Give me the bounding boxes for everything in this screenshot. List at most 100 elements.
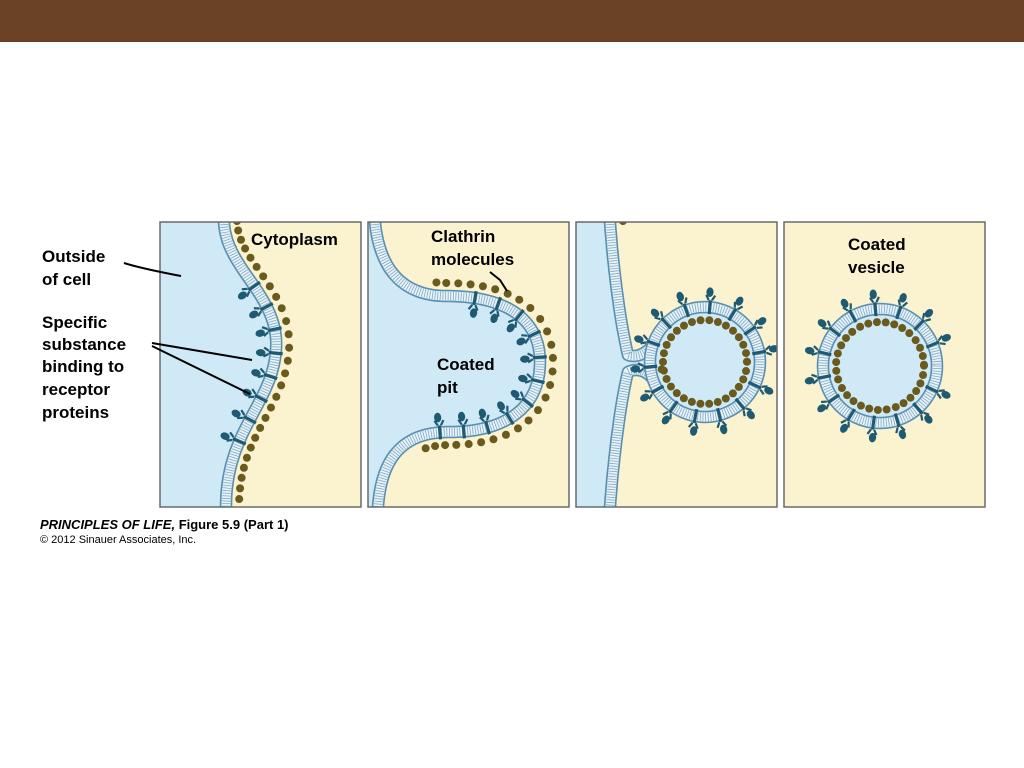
clathrin-molecule xyxy=(672,326,681,335)
bound-substance xyxy=(899,293,907,303)
receptor-protein xyxy=(520,352,547,364)
clathrin-molecule xyxy=(848,327,857,336)
receptor-protein xyxy=(237,280,261,300)
receptor-protein xyxy=(433,412,445,440)
substance-leader-2 xyxy=(151,345,251,395)
clathrin-molecule xyxy=(721,394,730,403)
clathrin-molecule xyxy=(918,352,927,361)
clathrin-molecule xyxy=(478,282,487,291)
clathrin-molecule xyxy=(452,440,461,449)
bound-substance xyxy=(924,308,934,318)
clathrin-molecule xyxy=(856,322,865,331)
receptor-protein xyxy=(231,409,257,425)
receptor-protein xyxy=(716,407,728,435)
label-coated-vesicle-1: Coated xyxy=(848,235,906,254)
clathrin-molecule xyxy=(547,340,556,349)
clathrin-molecule xyxy=(441,441,450,450)
clathrin-molecule xyxy=(272,392,281,401)
bound-substance xyxy=(469,308,478,318)
label-coated-vesicle-2: vesicle xyxy=(848,258,905,277)
clathrin-molecule xyxy=(477,438,486,447)
clathrin-molecule xyxy=(687,397,696,406)
clathrin-molecule xyxy=(905,329,914,338)
clathrin-molecule xyxy=(252,262,261,271)
lipid-tails xyxy=(645,302,765,422)
bound-substance xyxy=(490,313,498,324)
bilayer-core xyxy=(605,365,657,507)
clathrin-molecule xyxy=(739,375,748,384)
receptor-protein xyxy=(895,293,908,320)
bound-substance xyxy=(735,296,744,306)
clathrin-molecule xyxy=(659,349,668,358)
clathrin-molecule xyxy=(266,403,275,412)
receptor-protein xyxy=(516,329,542,346)
clathrin-molecule xyxy=(833,349,842,358)
label-clathrin-2: molecules xyxy=(431,250,514,269)
leader-lines xyxy=(123,262,508,395)
clathrin-molecule xyxy=(742,349,751,358)
clathrin-molecule xyxy=(265,282,274,291)
clathrin-molecule xyxy=(705,399,714,408)
clathrin-molecule xyxy=(696,316,705,325)
clathrin-molecule xyxy=(919,360,928,369)
receptor-protein xyxy=(866,415,878,443)
receptor-protein xyxy=(752,345,777,356)
clathrin-molecule xyxy=(234,226,243,235)
receptor-protein xyxy=(650,308,673,330)
clathrin-molecule xyxy=(898,324,907,333)
bound-substance xyxy=(650,308,660,318)
panel-3-border xyxy=(575,221,778,508)
label-coated-pit-1: Coated xyxy=(437,355,495,374)
receptor-protein xyxy=(804,373,832,385)
receptor-protein xyxy=(630,362,658,374)
clathrin-molecule xyxy=(662,374,671,383)
bound-substance xyxy=(497,401,506,411)
receptor-protein xyxy=(478,408,491,435)
clathrin-molecule xyxy=(713,318,722,327)
clathrin-molecule xyxy=(272,292,281,301)
clathrin-molecule xyxy=(865,404,874,413)
bound-substance xyxy=(220,432,230,441)
clathrin-molecule xyxy=(431,442,440,451)
bound-substance xyxy=(804,377,815,385)
receptor-protein xyxy=(804,345,832,357)
panel-2 xyxy=(368,222,569,507)
bound-substance xyxy=(719,424,728,435)
bound-substance xyxy=(840,423,848,433)
label-cytoplasm: Cytoplasm xyxy=(251,230,338,249)
clathrin-molecule xyxy=(667,333,676,342)
receptor-protein xyxy=(255,326,282,337)
clathrin-molecule xyxy=(515,295,524,304)
label-outside-1: Outside xyxy=(42,247,105,266)
label-specific-2: substance xyxy=(42,335,126,354)
budding-vesicle-membrane xyxy=(603,222,777,507)
bilayer-core xyxy=(219,222,281,507)
clathrin-molecule xyxy=(890,320,899,329)
receptor-protein xyxy=(251,367,278,381)
clathrin-molecule xyxy=(524,416,533,425)
clathrin-molecule xyxy=(536,314,545,323)
clathrin-molecule xyxy=(548,367,557,376)
clathrin-molecule xyxy=(236,484,245,493)
figure-title: Figure 5.9 Receptor-Mediated Endocytosis… xyxy=(23,51,504,74)
clathrin-molecule xyxy=(728,389,737,398)
clathrin-molecule xyxy=(687,318,696,327)
clathrin-molecule xyxy=(881,318,890,327)
coated-pit-membrane xyxy=(368,222,557,507)
clathrin-molecule xyxy=(251,433,260,442)
credit-figure: Figure 5.9 (Part 1) xyxy=(175,517,289,532)
panel-2-border xyxy=(367,221,570,508)
bound-substance xyxy=(661,415,670,425)
clathrin-molecule xyxy=(246,443,255,452)
receptor-protein xyxy=(817,393,841,413)
bound-substance xyxy=(251,369,261,377)
clathrin-molecule xyxy=(837,341,846,350)
receptor-protein xyxy=(747,380,774,396)
clathrin-molecule xyxy=(919,371,928,380)
bound-substance xyxy=(255,349,266,357)
bound-substance xyxy=(706,287,714,297)
clathrin-molecule xyxy=(239,463,248,472)
coated-vesicle-membrane xyxy=(804,289,951,443)
bound-substance xyxy=(757,317,767,326)
